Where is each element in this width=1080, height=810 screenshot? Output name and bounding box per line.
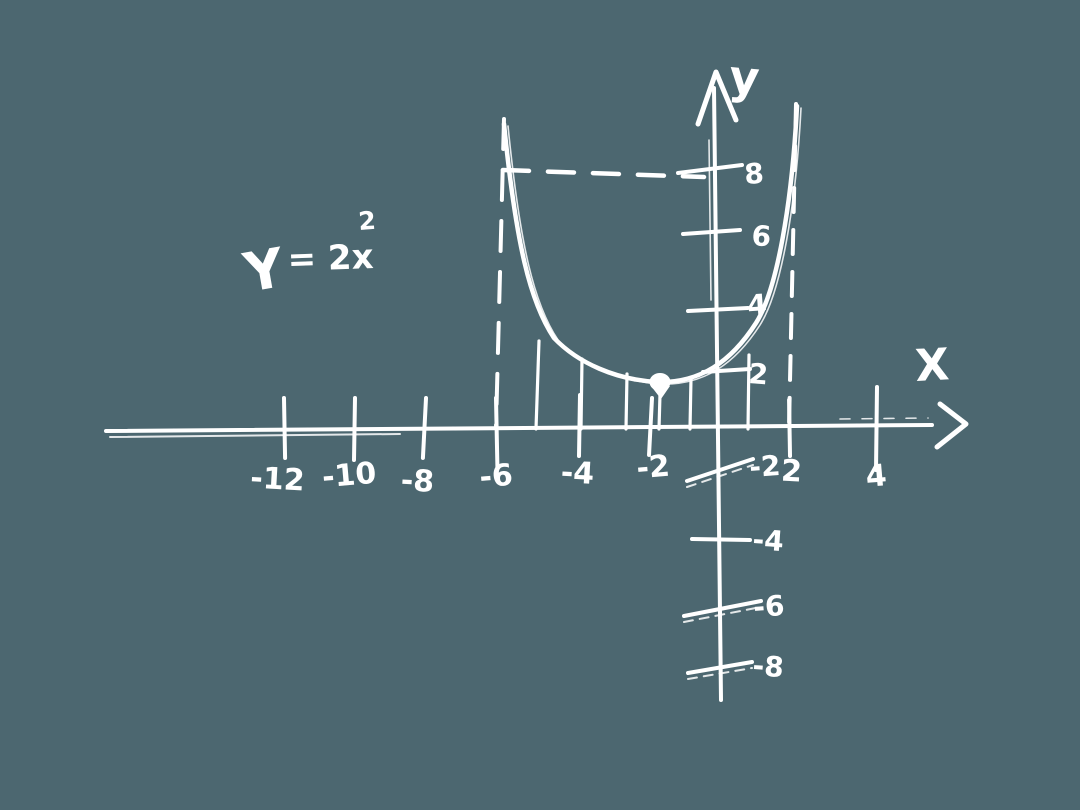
equation-lhs: Y [238, 236, 289, 305]
y-tick-mark [686, 306, 750, 313]
hatch-line [657, 392, 662, 431]
x-axis-arrow-icon [934, 401, 969, 450]
y-tick-label: -8 [752, 649, 785, 684]
y-tick-mark [686, 660, 754, 675]
y-tick-label: 2 [748, 357, 770, 391]
x-tick-mark [281, 396, 288, 461]
y-tick-label: 6 [751, 219, 773, 253]
x-tick-label: -4 [560, 455, 595, 492]
hatch-line [688, 376, 693, 431]
y-tick-mark-echo [683, 606, 762, 623]
y-tick-mark-echo [686, 464, 754, 488]
x-tick-label: -2 [635, 449, 671, 487]
x-axis-echo-stroke [109, 433, 401, 438]
y-axis-arrow-icon [695, 69, 739, 127]
y-tick-label: -6 [752, 589, 785, 624]
x-tick-mark [577, 393, 582, 458]
hatch-line [624, 372, 629, 431]
x-tick-label: -8 [400, 463, 435, 500]
y-tick-mark [690, 537, 752, 542]
x-axis: X [104, 339, 969, 450]
x-axis-line [104, 423, 934, 433]
y-tick-mark [685, 457, 755, 483]
y-tick-mark [701, 367, 752, 374]
y-axis-echo-stroke [708, 139, 712, 301]
y-tick-mark [682, 599, 763, 618]
x-tick-label: -12 [250, 461, 306, 499]
equation-exponent: 2 [357, 206, 376, 236]
parabola [501, 103, 802, 399]
x-tick-label: 4 [864, 458, 888, 495]
x-axis-echo-dashes [839, 417, 929, 420]
x-tick-label: 2 [780, 453, 803, 489]
y-tick-label: 8 [743, 157, 765, 191]
x-tick-mark [647, 396, 655, 457]
y-tick-mark-echo [687, 667, 753, 680]
y-tick-label: -4 [752, 523, 785, 558]
x-tick-mark [787, 398, 793, 459]
x-tick-mark [352, 396, 357, 462]
x-tick-mark [874, 385, 879, 472]
x-tick-mark [493, 396, 500, 471]
x-tick-label: -6 [478, 458, 514, 496]
y-axis-label: y [727, 49, 762, 105]
equation-rhs: = 2x [287, 237, 374, 280]
guide-vertical-dashed [494, 117, 506, 429]
guide-horizontal-dashed [500, 167, 707, 180]
x-axis-label: X [914, 339, 951, 392]
y-tick-label: 4 [746, 288, 768, 322]
y-tick-mark [681, 228, 742, 236]
x-tick-label: -10 [321, 456, 378, 496]
y-tick-label: -2 [748, 449, 781, 484]
equation: Y = 2x 2 [238, 206, 376, 305]
hatch-line [534, 339, 541, 431]
x-tick-mark [420, 396, 429, 460]
vertex-point-tail [651, 386, 670, 399]
y-ticks: 8 6 4 2 -2 -4 -6 -8 [676, 157, 786, 684]
y-tick-mark [676, 163, 744, 175]
